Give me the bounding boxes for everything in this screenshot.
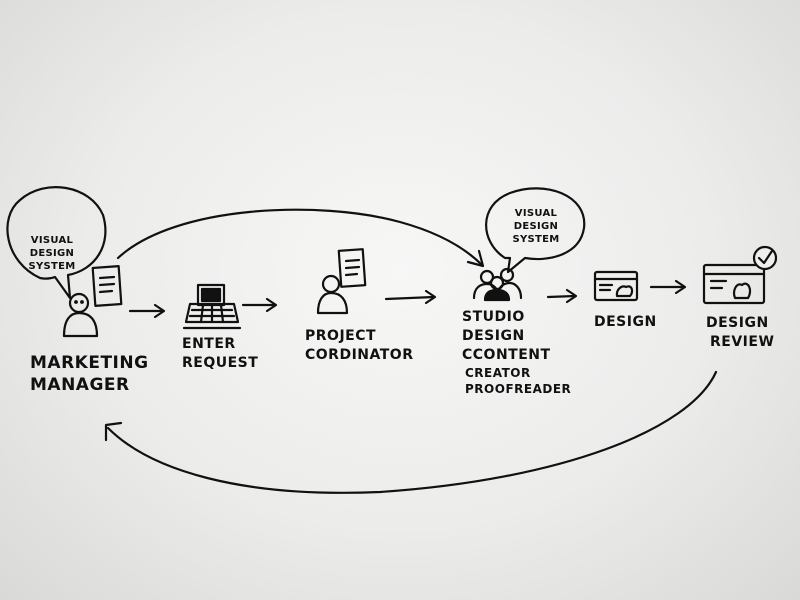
design-line1: DESIGN xyxy=(594,314,657,330)
design-review-label: DESIGN REVIEW xyxy=(706,314,774,352)
bubble-right-line2: SYSTEM xyxy=(512,234,560,245)
speech-bubble-right xyxy=(485,187,586,274)
studio-line3: CCONTENT xyxy=(462,347,551,363)
bubble-right-line1: VISUAL DESIGN xyxy=(513,208,559,232)
studio-group-icon xyxy=(472,267,523,302)
bubble-text-left: VISUAL DESIGN SYSTEM xyxy=(12,234,92,273)
design-review-line2: REVIEW xyxy=(710,334,775,350)
design-screen-icon xyxy=(593,270,639,302)
arrow-studio-to-design xyxy=(546,288,578,304)
enter-request-label: ENTER REQUEST xyxy=(182,335,258,373)
studio-line2: DESIGN xyxy=(462,328,525,344)
project-coordinator-icon xyxy=(316,248,367,315)
studio-label: STUDIO DESIGN CCONTENT CREATOR PROOFREAD… xyxy=(462,308,571,397)
enter-request-line2: REQUEST xyxy=(182,355,259,371)
arrow-loop-top xyxy=(116,208,485,268)
arrow-request-to-coordinator xyxy=(241,297,278,313)
arrow-coordinator-to-studio xyxy=(384,289,437,305)
bubble-left-line1: VISUAL DESIGN xyxy=(29,235,75,259)
computer-icon xyxy=(182,283,242,330)
project-coordinator-line1: PROJECT xyxy=(305,328,377,344)
marketing-manager-label: MARKETING MANAGER xyxy=(30,352,149,396)
speech-bubble-left xyxy=(6,186,107,300)
bubble-text-right: VISUAL DESIGN SYSTEM xyxy=(493,207,579,246)
enter-request-line1: ENTER xyxy=(182,336,236,352)
marketing-manager-line2: MANAGER xyxy=(30,375,130,395)
arrow-manager-to-request xyxy=(128,303,166,319)
design-review-screen-icon xyxy=(702,245,778,305)
project-coordinator-label: PROJECT CORDINATOR xyxy=(305,327,413,365)
bubble-left-line2: SYSTEM xyxy=(28,261,76,272)
studio-line4: CREATOR xyxy=(465,366,531,380)
marketing-manager-icon xyxy=(62,265,123,338)
arrow-design-to-review xyxy=(649,279,687,295)
design-review-line1: DESIGN xyxy=(706,315,769,331)
studio-line1: STUDIO xyxy=(462,309,525,325)
project-coordinator-line2: CORDINATOR xyxy=(305,347,414,363)
arrow-loop-bottom xyxy=(104,370,718,494)
design-label: DESIGN xyxy=(594,313,657,332)
studio-line5: PROOFREADER xyxy=(465,382,572,396)
marketing-manager-line1: MARKETING xyxy=(30,353,149,373)
